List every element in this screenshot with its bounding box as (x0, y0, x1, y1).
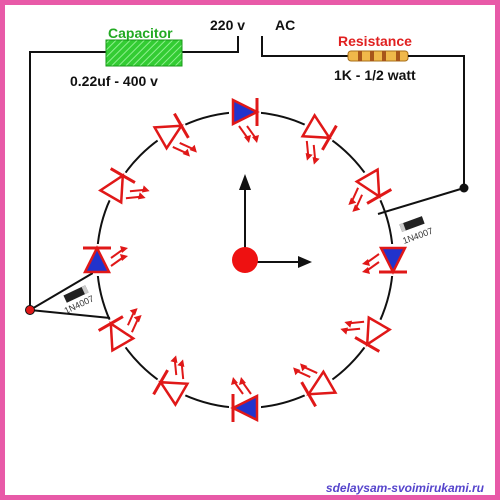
led-4 (362, 244, 408, 276)
led-9 (97, 308, 142, 353)
led-emission-arrowhead (252, 135, 259, 143)
led-triangle (152, 124, 184, 151)
led-triangle (109, 321, 136, 353)
supply-voltage: 220 v (210, 17, 245, 33)
led-emission-arrowhead (137, 192, 146, 200)
resistance-title: Resistance (338, 33, 412, 49)
led-cathode-bar (152, 369, 169, 396)
left-rectifier-wire (29, 309, 111, 319)
watermark: sdelaysam-svoimirukami.ru (326, 481, 485, 495)
led-triangle (98, 173, 125, 205)
left-junction-dot (25, 305, 35, 315)
led-emission-arrowhead (120, 254, 128, 261)
led-12 (152, 112, 197, 157)
led-emission-arrowhead (244, 135, 251, 143)
led-emission-arrowhead (177, 359, 185, 368)
resistor (338, 50, 416, 62)
capacitor-to-junction-wire (29, 51, 106, 310)
led-cathode-bar (354, 336, 381, 353)
capacitor-body (105, 39, 183, 67)
led-emission-arrowhead (239, 377, 246, 385)
led-emission-arrowhead (340, 327, 349, 335)
led-7 (229, 377, 261, 423)
led-cathode-bar (109, 167, 136, 184)
up-arrow-head (239, 174, 251, 190)
left-supply-wire (182, 36, 239, 53)
rectifier-diode-left (63, 285, 89, 303)
led-emission-arrowhead (129, 308, 138, 316)
led-ring (82, 97, 408, 423)
capacitor-value: 0.22uf - 400 v (70, 73, 158, 89)
led-triangle (365, 315, 392, 347)
led-8 (152, 355, 190, 407)
led-emission-arrowhead (231, 377, 238, 385)
led-emission-arrowhead (362, 267, 370, 274)
led-cathode-bar (97, 315, 124, 332)
led-1 (229, 97, 261, 143)
led-emission-arrowhead (348, 197, 357, 205)
led-2 (300, 113, 338, 165)
led-triangle (82, 245, 112, 274)
led-emission-arrowhead (352, 204, 361, 212)
rectifier-diode-right (399, 216, 425, 232)
led-emission-arrowhead (305, 152, 313, 161)
led-10 (82, 244, 128, 276)
led-emission-arrowhead (189, 144, 197, 153)
led-triangle (378, 246, 408, 275)
led-triangle (306, 369, 338, 396)
led-11 (98, 167, 150, 205)
led-cathode-bar (321, 124, 338, 151)
led-emission-arrowhead (170, 355, 178, 364)
supply-type: AC (275, 17, 295, 33)
right-junction-dot (459, 183, 469, 193)
led-emission-arrowhead (182, 148, 190, 157)
led-emission-arrowhead (300, 363, 308, 372)
led-3 (348, 167, 393, 212)
led-emission-arrowhead (293, 367, 301, 376)
led-emission-arrowhead (133, 315, 142, 323)
left-rectifier-lead (29, 269, 99, 311)
right-rectifier-wire (377, 187, 465, 215)
led-6 (293, 363, 338, 408)
center-dot (232, 247, 258, 273)
led-5 (340, 315, 392, 353)
led-emission-arrowhead (141, 185, 150, 193)
led-triangle (231, 97, 260, 127)
led-cathode-bar (173, 112, 190, 139)
right-arrow-head (298, 256, 312, 268)
led-triangle (300, 113, 332, 140)
led-triangle (230, 393, 259, 423)
led-emission-arrowhead (120, 246, 128, 253)
led-emission-arrowhead (362, 259, 370, 266)
resistor-to-junction-wire (416, 55, 465, 188)
led-emission-arrowhead (344, 320, 353, 328)
led-triangle (158, 380, 190, 407)
led-cathode-bar (300, 381, 317, 408)
capacitor-title: Capacitor (108, 25, 173, 41)
led-triangle (354, 167, 381, 199)
led-cathode-bar (366, 188, 393, 205)
resistance-value: 1K - 1/2 watt (334, 67, 416, 83)
led-emission-arrowhead (312, 156, 320, 165)
right-supply-wire (261, 36, 338, 57)
